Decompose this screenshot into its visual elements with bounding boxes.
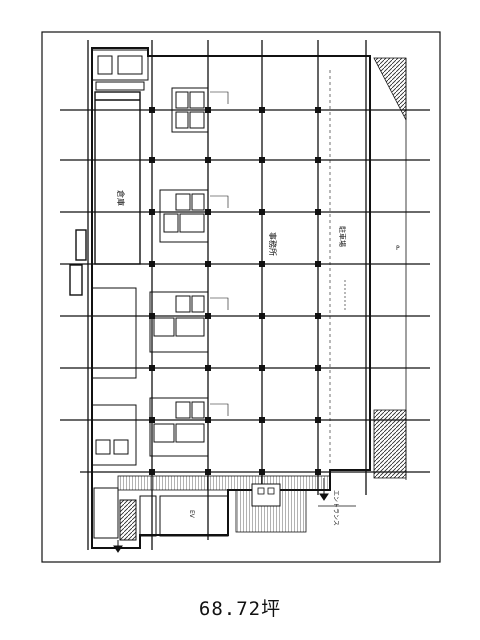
area-caption: 68.72坪 — [198, 598, 282, 620]
main-area-label: 事務所 — [268, 232, 278, 256]
bottom-mid-label: EV — [188, 510, 195, 519]
dimension-marks — [210, 91, 229, 416]
toilet-block-2 — [159, 189, 209, 243]
top-left-block — [91, 49, 149, 91]
lower-left-rooms — [91, 287, 137, 466]
toilet-block-4 — [149, 397, 209, 457]
hatched-area-bottom — [373, 409, 407, 479]
right-small-mark: P — [396, 245, 400, 252]
entrance-label: エントランス — [332, 490, 339, 526]
columns — [149, 107, 321, 475]
toilet-block-3 — [149, 291, 209, 353]
entrance-arrow — [113, 478, 329, 553]
stair-strip — [117, 475, 331, 491]
bottom-core — [93, 487, 229, 541]
stair-core — [251, 483, 281, 507]
left-room — [69, 91, 141, 296]
column-grid — [60, 40, 430, 550]
floor-plan: 倉庫 事務所 駐車場 — [41, 31, 441, 563]
toilet-block-1 — [171, 87, 209, 133]
left-room-label: 倉庫 — [116, 190, 126, 206]
right-strip-label: 駐車場 — [338, 226, 347, 247]
